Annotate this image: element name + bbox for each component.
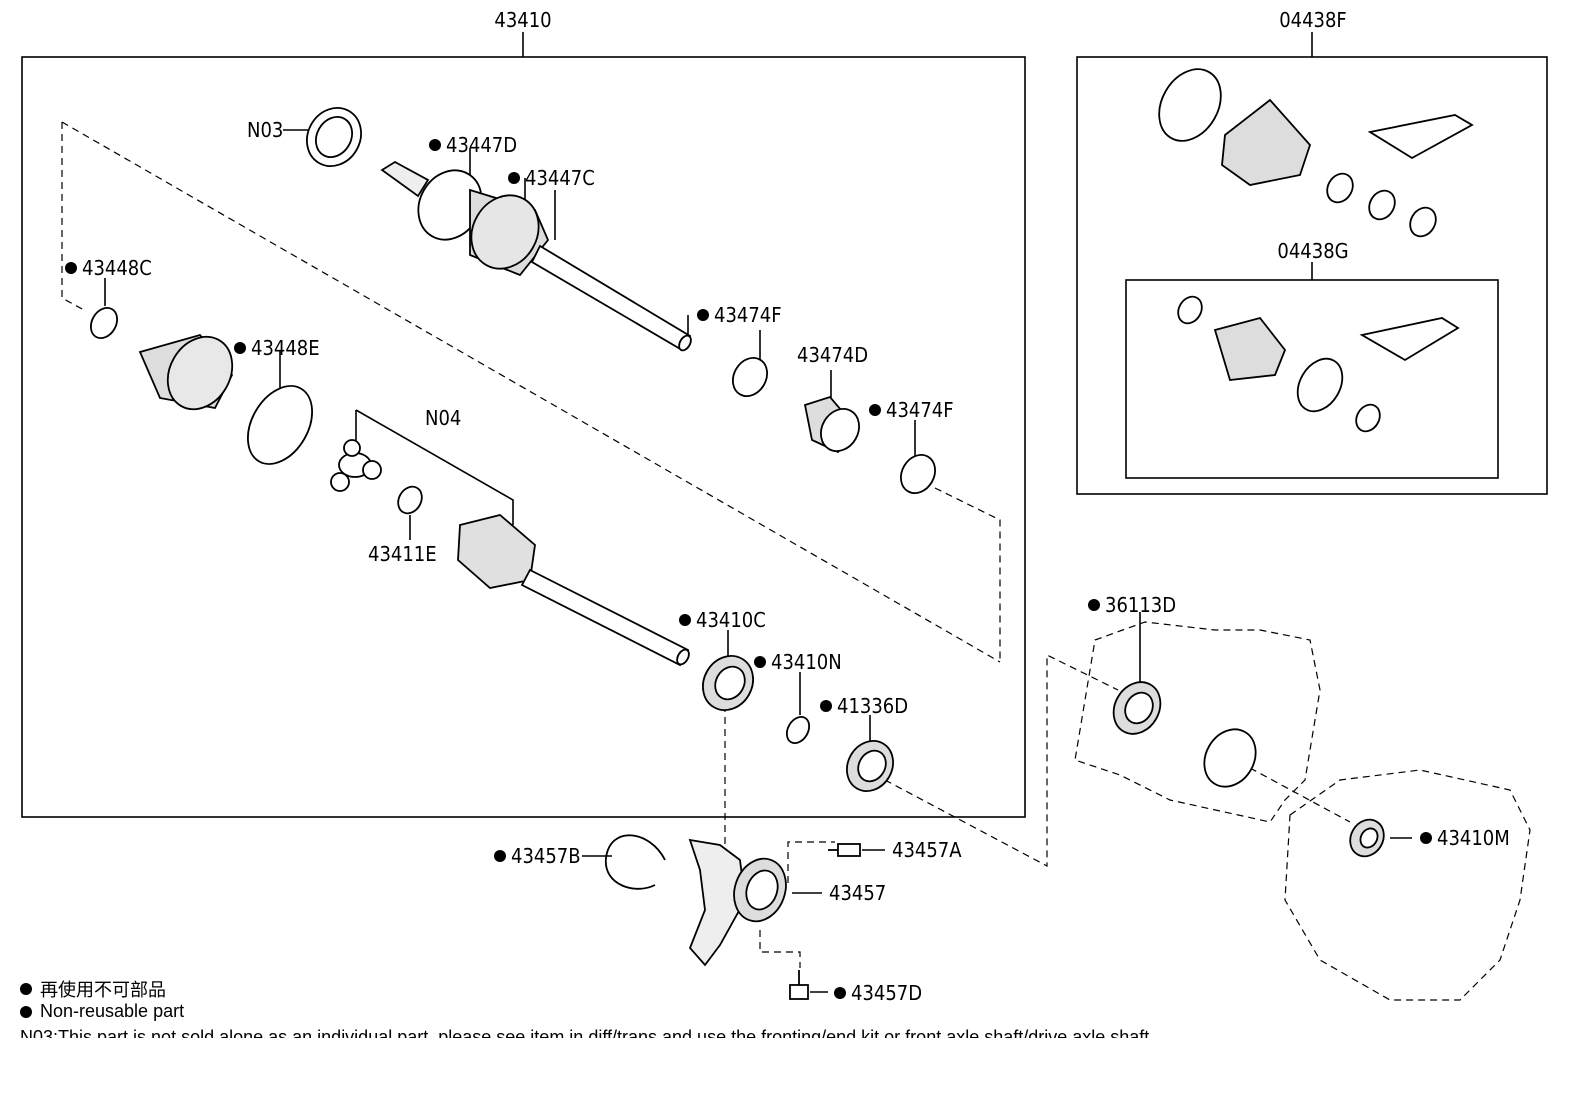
part-boot-inner <box>138 333 234 411</box>
label-43457: 43457 <box>829 881 886 905</box>
bullet-43447c <box>508 172 520 184</box>
bullet-43410n <box>754 656 766 668</box>
part-outer-shaft <box>380 160 692 352</box>
part-tripod <box>330 439 382 492</box>
label-04438g: 04438G <box>1277 239 1348 263</box>
bullet-41336d <box>820 700 832 712</box>
part-inner-joint <box>457 514 690 667</box>
part-43448e <box>247 385 313 465</box>
bullet-43410m <box>1420 832 1432 844</box>
label-43448e: 43448E <box>251 336 320 360</box>
label-43410c: 43410C <box>696 608 766 632</box>
part-43410c <box>702 655 754 711</box>
label-43411e: 43411E <box>368 542 437 566</box>
part-n03 <box>306 107 362 167</box>
legend-en: Non-reusable part <box>20 1001 184 1022</box>
label-43474f-top: 43474F <box>714 303 782 327</box>
part-36113d <box>1112 681 1257 788</box>
label-43457b: 43457B <box>511 844 581 868</box>
bullet-43474f-mid <box>869 404 881 416</box>
part-43457a <box>828 843 861 857</box>
footnote: N03:This part is not sold alone as an in… <box>20 1027 1150 1038</box>
bullet-43457b <box>494 850 506 862</box>
part-43410n <box>785 715 811 745</box>
part-43448c <box>89 307 119 339</box>
label-43474d: 43474D <box>797 343 868 367</box>
part-43457b <box>605 834 666 890</box>
bullet-43457d <box>834 987 846 999</box>
bullet-43448e <box>234 342 246 354</box>
part-43457d <box>789 970 809 1000</box>
kit-04438g-parts <box>1177 295 1460 433</box>
label-36113d: 36113D <box>1105 593 1176 617</box>
part-41336d <box>846 740 894 792</box>
legend-jp-text: 再使用不可部品 <box>40 980 166 1000</box>
label-43457d: 43457D <box>851 981 922 1005</box>
bullet-43448c <box>65 262 77 274</box>
part-43411e <box>397 485 423 515</box>
part-43474d <box>803 395 860 454</box>
bullet-43474f-top <box>697 309 709 321</box>
legend-bullet-icon <box>20 983 32 995</box>
label-43447c: 43447C <box>525 166 595 190</box>
part-43474f-top <box>732 357 768 397</box>
part-43457 <box>688 838 787 967</box>
bullet-43410c <box>679 614 691 626</box>
part-43474f-mid <box>900 454 936 494</box>
legend-jp: 再使用不可部品 <box>20 976 166 1002</box>
kit-04438f-parts <box>1158 68 1474 238</box>
label-04438f: 04438F <box>1279 8 1347 32</box>
part-43410m <box>1349 818 1385 858</box>
label-43474f-mid: 43474F <box>886 398 954 422</box>
label-43448c: 43448C <box>82 256 152 280</box>
label-n03: N03 <box>247 118 283 142</box>
bullet-43447d <box>429 139 441 151</box>
label-43410m: 43410M <box>1437 826 1510 850</box>
label-43457a: 43457A <box>892 838 962 862</box>
legend-en-text: Non-reusable part <box>40 1001 185 1021</box>
label-43410n: 43410N <box>771 650 842 674</box>
bullet-36113d <box>1088 599 1100 611</box>
label-43447d: 43447D <box>446 133 517 157</box>
label-41336d: 41336D <box>837 694 908 718</box>
legend-bullet-icon <box>20 1005 32 1018</box>
label-n04: N04 <box>425 406 461 430</box>
label-43410: 43410 <box>494 8 551 32</box>
